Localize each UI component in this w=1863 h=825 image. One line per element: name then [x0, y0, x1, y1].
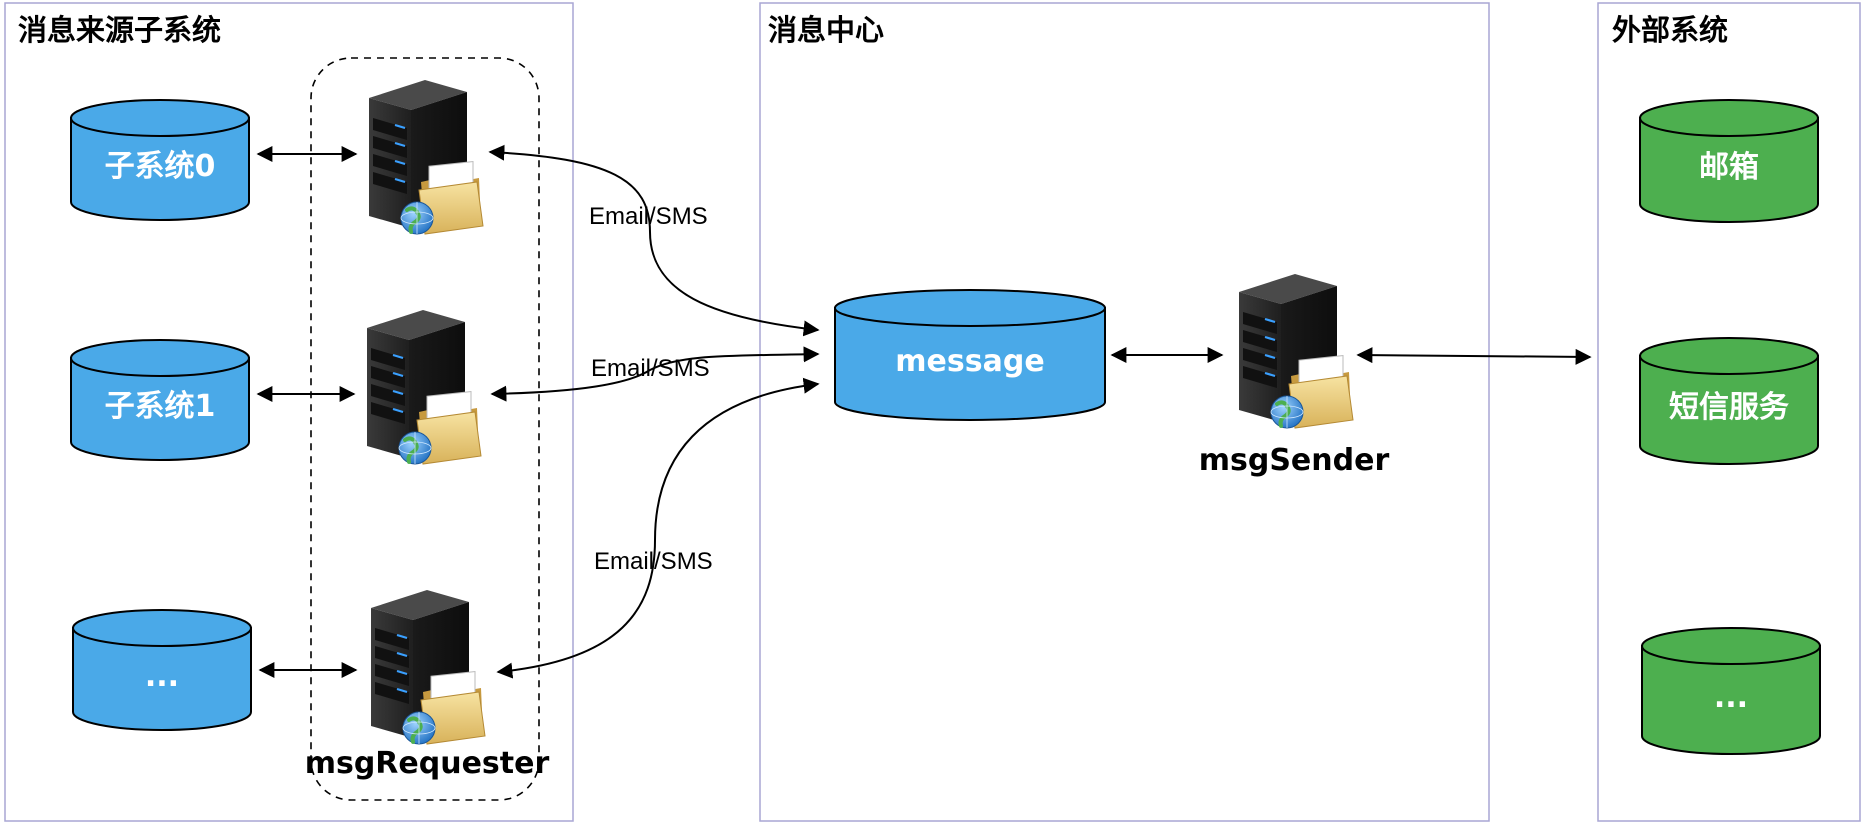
- db-sms-service: 短信服务: [1639, 337, 1819, 465]
- edge-sender-external: [1356, 347, 1592, 365]
- requester-server-2-icon: [371, 590, 485, 744]
- panel-title-center: 消息中心: [768, 13, 884, 47]
- db-subsystem-more-label: ...: [145, 659, 179, 694]
- msgrequester-label: msgRequester: [305, 746, 550, 781]
- db-sms-service-label: 短信服务: [1669, 390, 1789, 425]
- db-subsystem-more: ...: [72, 609, 252, 731]
- db-subsystem-1-label: 子系统1: [105, 389, 216, 424]
- db-mailbox: 邮箱: [1639, 99, 1819, 223]
- panel-title-external: 外部系统: [1612, 13, 1728, 47]
- db-external-more: ...: [1641, 627, 1821, 755]
- db-external-more-label: ...: [1714, 680, 1748, 715]
- db-message: message: [834, 289, 1106, 421]
- db-message-label: message: [895, 344, 1044, 379]
- edge-label-req1: Email/SMS: [591, 355, 710, 382]
- sender-server-icon: [1239, 274, 1353, 428]
- db-subsystem-0-label: 子系统0: [105, 149, 216, 184]
- db-subsystem-1: 子系统1: [70, 339, 250, 461]
- edge-requester2-message: [496, 377, 820, 679]
- edge-label-req2: Email/SMS: [594, 548, 713, 575]
- msgsender-label: msgSender: [1199, 443, 1390, 478]
- panel-title-source: 消息来源子系统: [18, 13, 221, 47]
- requester-server-1-icon: [367, 310, 481, 464]
- db-subsystem-0: 子系统0: [70, 99, 250, 221]
- db-mailbox-label: 邮箱: [1699, 150, 1759, 185]
- requester-server-0-icon: [369, 80, 483, 234]
- edge-requester0-message: [488, 144, 820, 337]
- edge-label-req0: Email/SMS: [589, 203, 708, 230]
